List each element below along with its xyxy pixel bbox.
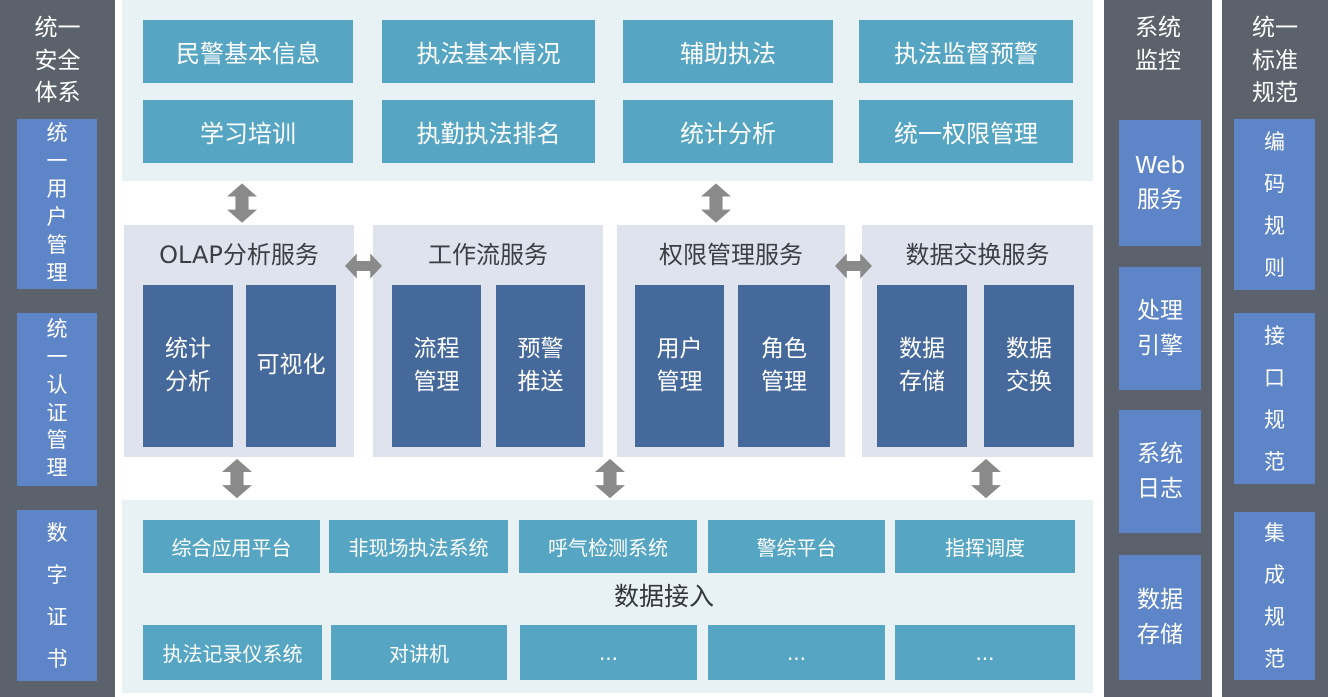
data-access-label: 数据接入 (613, 582, 714, 611)
monitor-item-system-log: 系统 日志 (1119, 410, 1201, 533)
service-panel-title: OLAP分析服务 (159, 241, 319, 269)
service-panel-title: 数据交换服务 (905, 241, 1050, 269)
standard-item-integration-spec: 集 成 规 范 (1234, 512, 1315, 680)
service-panel-olap: OLAP分析服务 统计 分析 可视化 (124, 225, 354, 457)
source-box-ellipsis: ... (520, 625, 697, 680)
app-box-assisted-enforcement: 辅助执法 (623, 20, 833, 83)
source-box-police-platform: 警综平台 (708, 520, 885, 573)
security-item-unified-auth-mgmt: 统 一 认 证 管 理 (17, 313, 97, 486)
double-arrow-vertical-icon (595, 458, 625, 499)
source-box-body-camera-system: 执法记录仪系统 (143, 625, 322, 680)
service-box-statistics: 统计 分析 (143, 285, 233, 447)
double-arrow-vertical-icon (227, 182, 257, 224)
system-monitor-column: 系统 监控 Web 服务 处理 引擎 系统 日志 数据 存储 (1104, 0, 1212, 697)
data-access-section: 综合应用平台 非现场执法系统 呼气检测系统 警综平台 指挥调度 执法记录仪系统 … (122, 500, 1093, 693)
service-panel-permission: 权限管理服务 用户 管理 角色 管理 (617, 225, 845, 457)
app-box-duty-ranking: 执勤执法排名 (382, 100, 595, 163)
app-box-enforcement-basics: 执法基本情况 (382, 20, 595, 83)
source-box-walkie-talkie: 对讲机 (331, 625, 507, 680)
double-arrow-vertical-icon (222, 458, 252, 499)
source-box-comprehensive-platform: 综合应用平台 (143, 520, 320, 573)
service-box-role-mgmt: 角色 管理 (738, 285, 830, 447)
source-box-command-dispatch: 指挥调度 (895, 520, 1075, 573)
service-box-warning-push: 预警 推送 (496, 285, 585, 447)
service-box-visualization: 可视化 (246, 285, 336, 447)
standard-item-interface-spec: 接 口 规 范 (1234, 313, 1315, 484)
unified-standard-title: 统一 标准 规范 (1252, 15, 1298, 107)
security-item-unified-user-mgmt: 统 一 用 户 管 理 (17, 119, 97, 289)
system-monitor-title: 系统 监控 (1135, 15, 1181, 74)
app-box-unified-permission: 统一权限管理 (859, 100, 1073, 163)
service-panel-data-exchange: 数据交换服务 数据 存储 数据 交换 (862, 225, 1093, 457)
service-box-data-exchange: 数据 交换 (984, 285, 1074, 447)
standard-item-coding-rules: 编 码 规 则 (1234, 119, 1315, 290)
source-box-offsite-enforcement: 非现场执法系统 (329, 520, 508, 573)
security-column-title: 统一 安全 体系 (34, 15, 81, 107)
service-box-user-mgmt: 用户 管理 (635, 285, 724, 447)
double-arrow-vertical-icon (971, 458, 1001, 499)
security-item-digital-cert: 数 字 证 书 (17, 510, 97, 681)
service-panel-title: 工作流服务 (428, 241, 548, 269)
unified-standard-column: 统一 标准 规范 编 码 规 则 接 口 规 范 集 成 规 范 (1222, 0, 1328, 697)
service-panel-workflow: 工作流服务 流程 管理 预警 推送 (373, 225, 603, 457)
app-box-supervision-warning: 执法监督预警 (859, 20, 1073, 83)
service-box-data-storage: 数据 存储 (877, 285, 967, 447)
security-column: 统一 安全 体系 统 一 用 户 管 理 统 一 认 证 管 理 数 字 证 书 (0, 0, 115, 697)
double-arrow-horizontal-icon (835, 251, 872, 281)
app-box-police-basic-info: 民警基本信息 (143, 20, 353, 83)
monitor-item-data-storage: 数据 存储 (1119, 555, 1201, 680)
double-arrow-vertical-icon (701, 182, 731, 224)
source-box-ellipsis: ... (895, 625, 1075, 680)
service-panel-title: 权限管理服务 (659, 241, 803, 269)
app-box-learning-training: 学习培训 (143, 100, 353, 163)
app-box-statistics-analysis: 统计分析 (623, 100, 833, 163)
application-section: 民警基本信息 执法基本情况 辅助执法 执法监督预警 学习培训 执勤执法排名 统计… (122, 0, 1093, 181)
double-arrow-horizontal-icon (345, 251, 382, 281)
source-box-ellipsis: ... (708, 625, 885, 680)
service-box-process-mgmt: 流程 管理 (392, 285, 481, 447)
monitor-item-processing-engine: 处理 引擎 (1119, 267, 1201, 390)
source-box-breath-test-system: 呼气检测系统 (519, 520, 697, 573)
monitor-item-web-service: Web 服务 (1119, 120, 1201, 246)
